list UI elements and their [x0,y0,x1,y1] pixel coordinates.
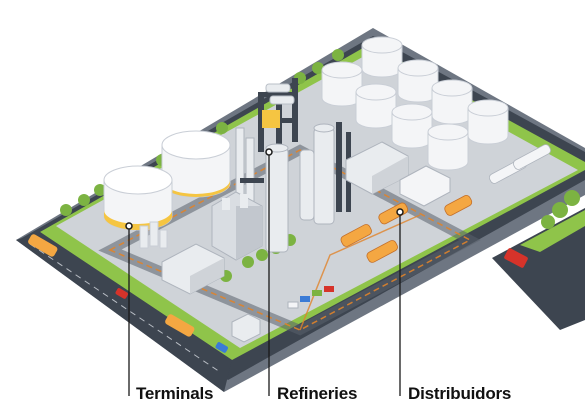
callout-dots [125,148,404,230]
callout-lines [128,152,401,396]
refinery-units [161,78,451,343]
refineries-label: Refineries [277,384,358,403]
refineries-callout-dot [265,148,273,156]
distributors-label: Distribuidors [408,384,512,403]
perimeter-road [16,232,232,392]
distribution-tankers [340,144,551,263]
distant-road-block [492,208,585,330]
terminal-tanks [103,130,231,249]
distributors-callout-dot [396,208,404,216]
storage-tank-farm [321,36,509,171]
terminals-label: Terminals [136,384,214,403]
parking-cars [287,286,334,309]
terminals-callout-dot [125,222,133,230]
